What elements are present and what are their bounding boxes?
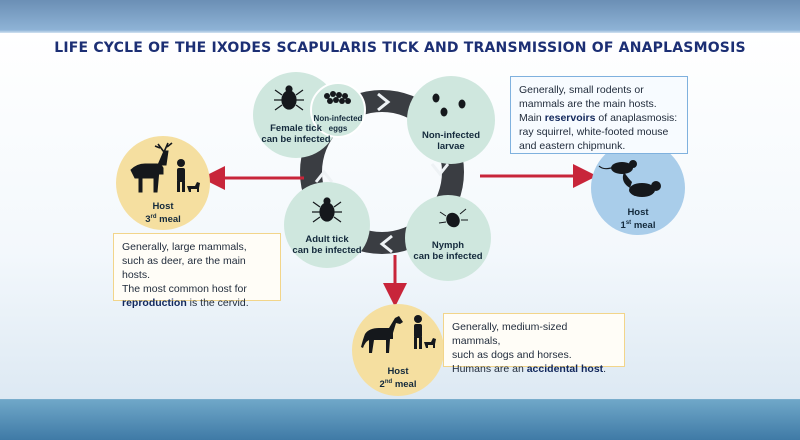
host-first-label: Host 1st meal <box>603 207 673 231</box>
host-second-suffix: nd <box>384 379 393 385</box>
host-third-meal-word: meal <box>159 214 181 226</box>
host-second-meal: 2nd meal <box>363 377 433 390</box>
info-medium-accidental-host: accidental host <box>526 363 604 375</box>
chipmunk-icon <box>622 172 661 197</box>
host-first-title: Host <box>627 207 649 218</box>
info-large-line4: reproduction is the cervid. <box>122 296 272 310</box>
info-medium-line3-post: . <box>603 363 607 375</box>
eggs-icon <box>324 91 351 104</box>
host-third-title: Host <box>152 201 174 212</box>
stage-adult-label: Adult tick can be infected <box>282 234 372 256</box>
mouse-icon <box>598 160 637 174</box>
stage-female-label: Female tick can be infected <box>250 123 342 145</box>
info-medium-line1: Generally, medium-sized mammals, <box>452 321 568 347</box>
stage-nymph-line2: can be infected <box>413 251 483 262</box>
stage-larvae-line2: larvae <box>437 141 465 152</box>
person-icon <box>177 159 185 192</box>
info-small-line1: Generally, small rodents or <box>519 84 644 96</box>
info-small-line3-post: of anaplasmosis: <box>595 112 678 124</box>
info-small-line4: ray squirrel, white-footed mouse <box>519 126 669 138</box>
host-second-label: Host 2nd meal <box>363 366 433 390</box>
stage-nymph-label: Nymph can be infected <box>403 240 493 262</box>
info-medium-line3: Humans are an accidental host. <box>452 362 616 376</box>
info-small-reservoirs: reservoirs <box>544 112 596 124</box>
stage-nymph-circle <box>405 195 491 281</box>
info-small-line2: mammals are the main hosts. <box>519 98 657 110</box>
info-large-line3: The most common host for <box>122 283 247 295</box>
info-large-line4-post: is the cervid. <box>186 297 249 309</box>
host-first-ordinal: 1 <box>620 220 626 232</box>
horse-icon <box>361 316 403 353</box>
dog-icon <box>187 182 200 192</box>
info-large-hosts: Generally, large mammals, such as deer, … <box>113 233 281 309</box>
info-medium-hosts: Generally, medium-sized mammals, such as… <box>443 313 625 375</box>
host-first-meal-word: meal <box>633 220 656 232</box>
host-first-suffix: st <box>625 220 632 226</box>
ring-chevrons <box>314 92 450 254</box>
stage-eggs-label: Non-infected eggs <box>308 114 368 134</box>
info-small-line3-pre: Main <box>519 112 545 124</box>
info-small-line5: and eastern chipmunk. <box>519 140 626 152</box>
host-third-ordinal: 3 <box>145 214 151 226</box>
stage-adult-line1: Adult tick <box>305 234 349 245</box>
dog-icon-second <box>424 338 436 348</box>
adult-tick-icon <box>312 197 342 223</box>
nymph-tick-icon <box>438 208 468 228</box>
host-third-suffix: rd <box>150 214 157 220</box>
deer-icon <box>130 142 173 193</box>
stage-adult-line2: can be infected <box>292 245 362 256</box>
stage-larvae-label: Non-infected larvae <box>406 130 496 152</box>
info-medium-line3-pre: Humans are an <box>452 363 527 375</box>
host-third-label: Host 3rd meal <box>128 201 198 225</box>
host-second-meal-word: meal <box>394 379 417 391</box>
stage-eggs-line2: eggs <box>328 124 348 133</box>
info-large-line2: such as deer, are the main hosts. <box>122 255 246 281</box>
stage-adult-circle <box>284 182 370 268</box>
stage-female-line2: can be infected <box>261 134 331 145</box>
page-title: LIFE CYCLE OF THE IXODES SCAPULARIS TICK… <box>54 40 746 56</box>
stage-nymph-line1: Nymph <box>431 240 465 251</box>
host-second-title: Host <box>387 366 409 377</box>
info-small-hosts: Generally, small rodents or mammals are … <box>510 76 688 154</box>
host-third-meal: 3rd meal <box>128 212 198 225</box>
info-large-line1: Generally, large mammals, <box>122 241 247 253</box>
info-small-line3: Main reservoirs of anaplasmosis: <box>519 111 679 125</box>
person-icon-second <box>414 315 422 349</box>
host-second-ordinal: 2 <box>379 379 385 391</box>
larvae-tick-icon <box>432 93 466 117</box>
host-third-circle <box>116 136 210 230</box>
info-large-reproduction: reproduction <box>122 297 187 309</box>
host-first-meal: 1st meal <box>603 218 673 231</box>
stage-larvae-line1: Non-infected <box>421 130 481 141</box>
tick-icon <box>274 85 304 111</box>
stage-female-line1: Female tick <box>270 123 322 134</box>
info-medium-line2: such as dogs and horses. <box>452 349 572 361</box>
stage-larvae-circle <box>407 76 495 164</box>
stage-eggs-line1: Non-infected <box>313 114 363 123</box>
